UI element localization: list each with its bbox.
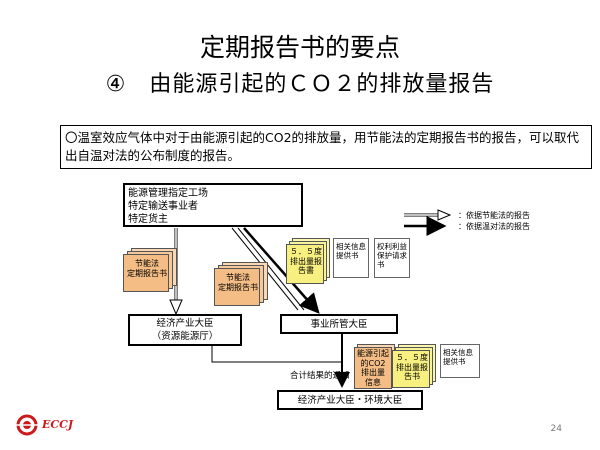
notice-line — [211, 345, 342, 363]
page-subtitle: ④ 由能源引起的ＣＯ２的排放量报告 — [105, 72, 495, 97]
legend-warming-law: ：依据温对法的报告 — [458, 222, 530, 231]
jurisdiction-minister-box: 事业所管大臣 — [280, 314, 398, 334]
entity-designated-factory: 能源管理指定工场 — [128, 188, 208, 199]
doc-co2-report: 能源引起 的CO2 排出量 信息 — [354, 344, 402, 389]
legend-energy-law: ：依据节能法的报告 — [458, 211, 530, 220]
eccj-logo-icon — [16, 414, 38, 436]
meti-box: 经济产业大臣 （资源能源厅） — [128, 314, 242, 346]
doc-related-info: 相关信息 提供书 — [333, 238, 369, 278]
doc-emission-report: ５．５度 排出量报 告書 — [286, 238, 334, 284]
note-box: 〇温室效应气体中对于由能源引起的CO2的排放量，用节能法的定期报告书的报告，可以… — [60, 125, 592, 169]
page-title: 定期报告书的要点 — [199, 33, 400, 62]
meti-label: 经济产业大臣 — [156, 318, 214, 329]
final-ministers-box: 经济产业大臣・环境大臣 — [277, 390, 423, 410]
entity-shipper: 特定货主 — [128, 214, 168, 225]
result-notice-label: 合计结果的通知 — [290, 371, 350, 381]
doc-rights-request: 权利利益 保护请求 书 — [374, 238, 410, 278]
entity-box: 能源管理指定工场 特定输送事业者 特定货主 — [123, 183, 303, 227]
doc-related-info-2: 相关信息 提供书 — [440, 344, 480, 378]
doc-energy-report-b: 节能法 定期报告书 — [214, 262, 268, 306]
eccj-logo-text: ECCJ — [42, 418, 74, 431]
doc-emission-report-2: ５．５度 排出量报 告书 — [392, 344, 440, 388]
page-number: 24 — [550, 424, 562, 434]
legend-arrows — [404, 209, 452, 236]
arrow-entity-to-jurisdiction — [231, 227, 320, 314]
doc-energy-report-a: 节能法 定期报告书 — [123, 248, 177, 292]
entity-transport-operator: 特定输送事业者 — [128, 201, 198, 212]
meti-sub-label: （资源能源厅） — [151, 331, 219, 342]
